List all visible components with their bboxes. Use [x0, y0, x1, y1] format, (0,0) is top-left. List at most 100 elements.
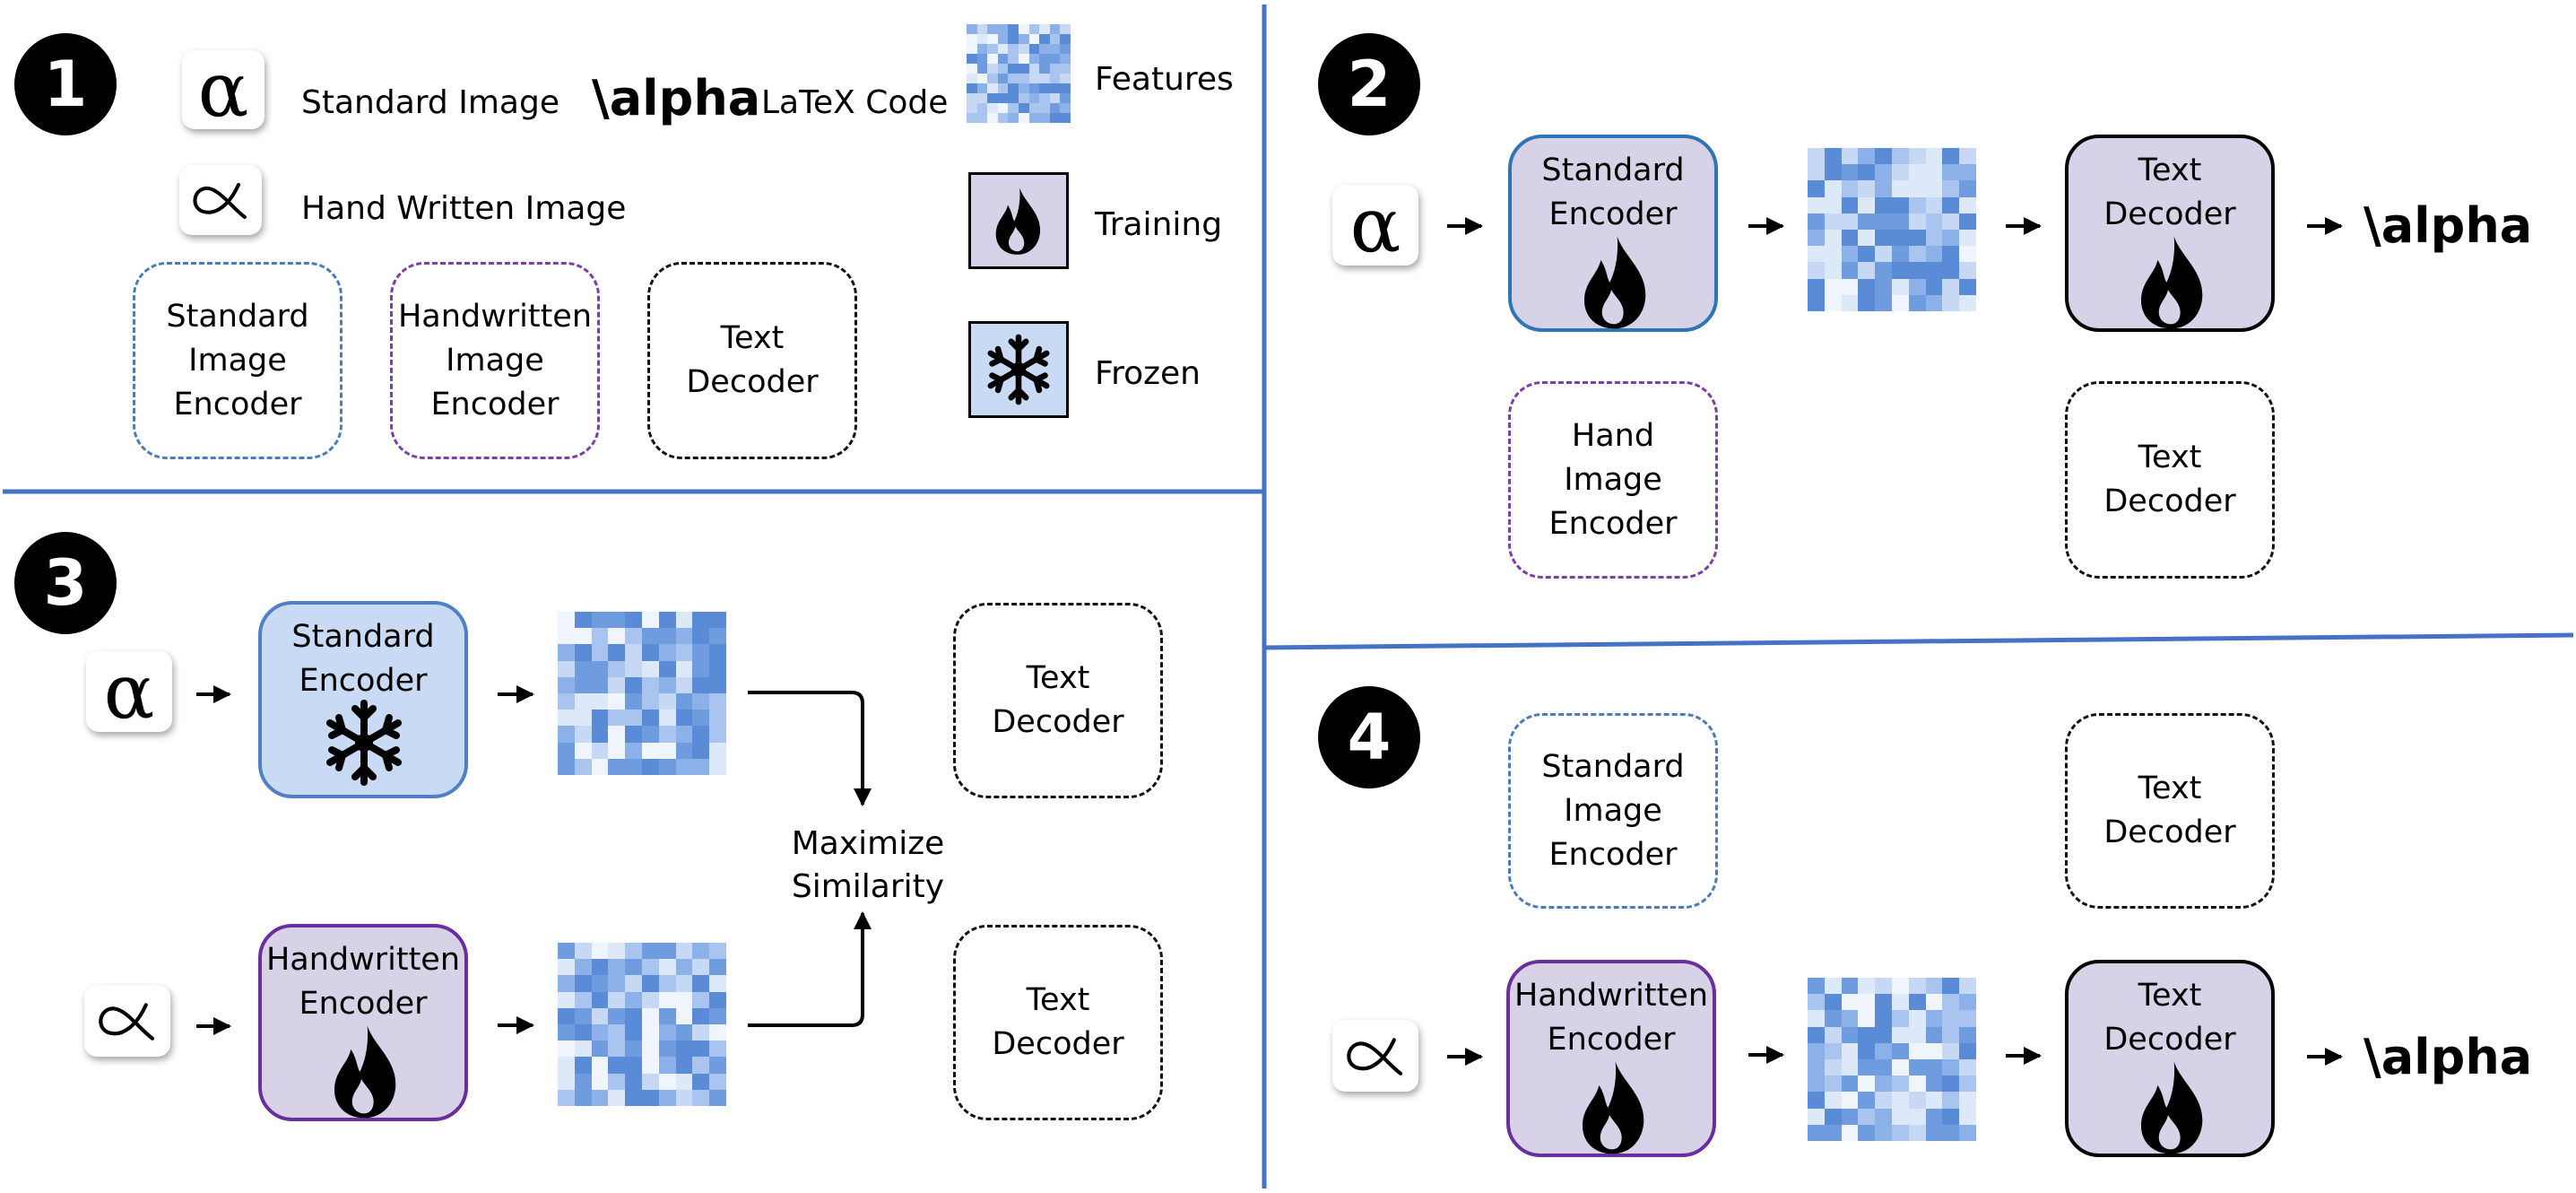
- feature-cell: [1959, 994, 1976, 1011]
- feature-cell: [1039, 24, 1050, 34]
- feature-cell: [1942, 1075, 1960, 1093]
- feature-cell: [591, 975, 609, 992]
- feature-cell: [591, 1007, 609, 1024]
- feature-cell: [1942, 994, 1960, 1011]
- feature-cell: [1808, 148, 1825, 165]
- feature-cell: [709, 676, 726, 693]
- feature-cell: [987, 103, 998, 113]
- feature-cell: [967, 93, 977, 103]
- panel-number-1: 1: [14, 33, 117, 135]
- feature-cell: [997, 74, 1009, 83]
- feature-cell: [1875, 978, 1892, 995]
- feature-cell: [967, 113, 977, 123]
- feature-cell: [1060, 54, 1071, 64]
- feature-cell: [1049, 24, 1061, 34]
- feature-cell: [1875, 262, 1892, 279]
- feature-cell: [574, 676, 592, 693]
- feature-cell: [558, 710, 575, 727]
- feature-cell: [1008, 54, 1019, 64]
- handwritten-alpha-icon: [1347, 1038, 1403, 1075]
- feature-cell: [658, 726, 676, 743]
- feature-cell: [574, 1007, 592, 1024]
- feature-cell: [1891, 1042, 1909, 1059]
- feature-cell: [641, 726, 659, 743]
- feature-cell: [1808, 213, 1825, 230]
- feature-cell: [1824, 1075, 1842, 1093]
- feature-cell: [987, 83, 998, 93]
- feature-cell: [1891, 278, 1909, 295]
- feature-cell: [1858, 1026, 1876, 1043]
- feature-cell: [1891, 1075, 1909, 1093]
- feature-cell: [608, 1041, 626, 1058]
- feature-cell: [1875, 1124, 1892, 1141]
- feature-cell: [658, 943, 676, 960]
- feature-cell: [658, 628, 676, 645]
- handwritten-image-card: [179, 165, 262, 235]
- feature-cell: [591, 991, 609, 1008]
- feature-cell: [1858, 994, 1876, 1011]
- feature-cell: [1891, 230, 1909, 247]
- feature-cell: [641, 1041, 659, 1058]
- feature-cell: [591, 742, 609, 759]
- feature-cell: [997, 54, 1009, 64]
- feature-cell: [1891, 978, 1909, 995]
- p2-standard-encoder: Standard Encoder: [1508, 135, 1718, 332]
- feature-cell: [1008, 24, 1019, 34]
- feature-cell: [1875, 180, 1892, 197]
- p3-standard-encoder-label: Standard Encoder: [291, 619, 435, 699]
- feature-cell: [558, 676, 575, 693]
- feature-cell: [1008, 74, 1019, 83]
- feature-cell: [1908, 196, 1926, 213]
- feature-cell: [1908, 1059, 1926, 1076]
- handwritten-alpha-icon: [193, 183, 247, 219]
- feature-cell: [1841, 1059, 1859, 1076]
- feature-cell: [1808, 1042, 1825, 1059]
- feature-cell: [1824, 148, 1842, 165]
- feature-cell: [675, 676, 693, 693]
- feature-cell: [1841, 262, 1859, 279]
- feature-cell: [987, 74, 998, 83]
- feature-cell: [1841, 1026, 1859, 1043]
- feature-cell: [591, 1041, 609, 1058]
- feature-cell: [1942, 180, 1960, 197]
- feature-cell: [1060, 24, 1071, 34]
- feature-cell: [675, 710, 693, 727]
- feature-cell: [709, 1041, 726, 1058]
- feature-cell: [1959, 230, 1976, 247]
- feature-cell: [1942, 213, 1960, 230]
- feature-cell: [709, 758, 726, 775]
- feature-cell: [692, 628, 710, 645]
- feature-cell: [1959, 1075, 1976, 1093]
- feature-cell: [675, 758, 693, 775]
- feature-cell: [1008, 103, 1019, 113]
- feature-cell: [1959, 1059, 1976, 1076]
- feature-cell: [1008, 44, 1019, 54]
- feature-cell: [675, 644, 693, 661]
- feature-cell: [608, 644, 626, 661]
- feature-cell: [1841, 164, 1859, 181]
- feature-cell: [1824, 1059, 1842, 1076]
- feature-cell: [1942, 1108, 1960, 1125]
- feature-cell: [641, 975, 659, 992]
- feature-cell: [591, 693, 609, 710]
- feature-cell: [1028, 24, 1040, 34]
- feature-cell: [558, 1057, 575, 1074]
- feature-cell: [1824, 1092, 1842, 1109]
- feature-cell: [709, 943, 726, 960]
- legend-latex-example: \alpha: [592, 70, 761, 126]
- feature-cell: [1808, 230, 1825, 247]
- feature-cell: [1808, 278, 1825, 295]
- feature-cell: [558, 975, 575, 992]
- handwritten-alpha-icon: [99, 1003, 155, 1041]
- panel-number-2: 2: [1318, 33, 1420, 135]
- feature-cell: [1039, 74, 1050, 83]
- feature-cell: [1039, 34, 1050, 44]
- feature-cell: [692, 1073, 710, 1090]
- feature-cell: [997, 34, 1009, 44]
- feature-cell: [658, 742, 676, 759]
- feature-cell: [1841, 1124, 1859, 1141]
- feature-cell: [1875, 1042, 1892, 1059]
- feature-cell: [1925, 994, 1943, 1011]
- feature-cell: [1908, 1010, 1926, 1027]
- feature-cell: [1908, 1092, 1926, 1109]
